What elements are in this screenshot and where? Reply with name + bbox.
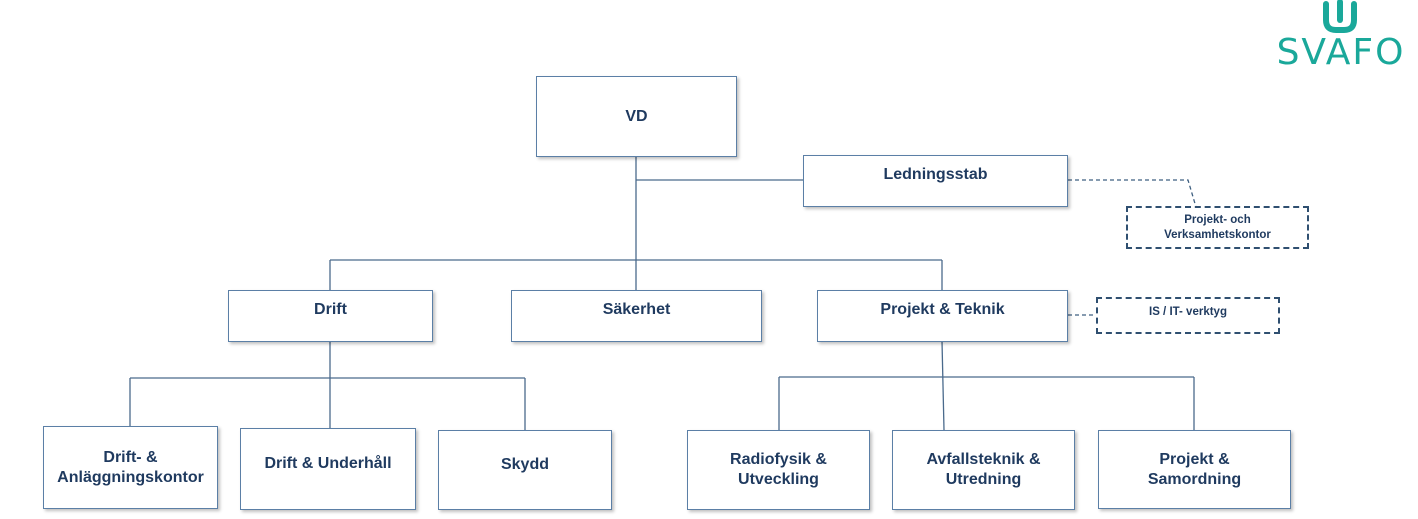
node-ledningsstab-label: Ledningsstab: [883, 166, 988, 183]
connector-projekt-teknik-trunk: [941, 340, 945, 431]
svafo-logo-text: SVAFO: [1276, 32, 1406, 73]
node-projekt-verksamhetskontor-label: Projekt- och Verksamhetskontor: [1164, 213, 1271, 241]
node-drift-underhall-label: Drift & Underhåll: [264, 455, 392, 472]
node-vd-label: VD: [625, 107, 648, 125]
node-skydd[interactable]: Skydd: [438, 430, 612, 510]
node-drift-underhall[interactable]: Drift & Underhåll: [240, 428, 416, 510]
node-avfallsteknik-utredning[interactable]: Avfallsteknik & Utredning: [892, 430, 1075, 510]
svafo-logo: SVAFO: [1268, 0, 1414, 74]
node-projekt-samordning[interactable]: Projekt & Samordning: [1098, 430, 1291, 509]
node-drift-anlaggningskontor-label: Drift- & Anläggningskontor: [57, 448, 204, 486]
node-drift[interactable]: Drift: [228, 290, 433, 342]
svafo-logo-mark-icon: [1323, 0, 1357, 33]
node-projekt-samordning-label: Projekt & Samordning: [1147, 450, 1242, 488]
node-ledningsstab[interactable]: Ledningsstab: [803, 155, 1068, 207]
node-radiofysik-utveckling[interactable]: Radiofysik & Utveckling: [687, 430, 870, 510]
connector-ledningsstab-pvk: [1068, 179, 1197, 208]
node-drift-anlaggningskontor[interactable]: Drift- & Anläggningskontor: [43, 426, 218, 509]
node-radiofysik-utveckling-label: Radiofysik & Utveckling: [730, 451, 827, 488]
node-projekt-verksamhetskontor[interactable]: Projekt- och Verksamhetskontor: [1126, 206, 1309, 249]
node-projekt-teknik-label: Projekt & Teknik: [880, 301, 1005, 318]
node-sakerhet[interactable]: Säkerhet: [511, 290, 762, 342]
node-is-it-verktyg[interactable]: IS / IT- verktyg: [1096, 297, 1280, 334]
node-is-it-verktyg-label: IS / IT- verktyg: [1149, 306, 1227, 318]
node-sakerhet-label: Säkerhet: [602, 301, 671, 318]
node-projekt-teknik[interactable]: Projekt & Teknik: [817, 290, 1068, 342]
node-skydd-label: Skydd: [500, 456, 549, 473]
node-avfallsteknik-utredning-label: Avfallsteknik & Utredning: [926, 451, 1041, 488]
node-vd[interactable]: VD: [536, 76, 737, 157]
node-drift-label: Drift: [314, 301, 347, 318]
